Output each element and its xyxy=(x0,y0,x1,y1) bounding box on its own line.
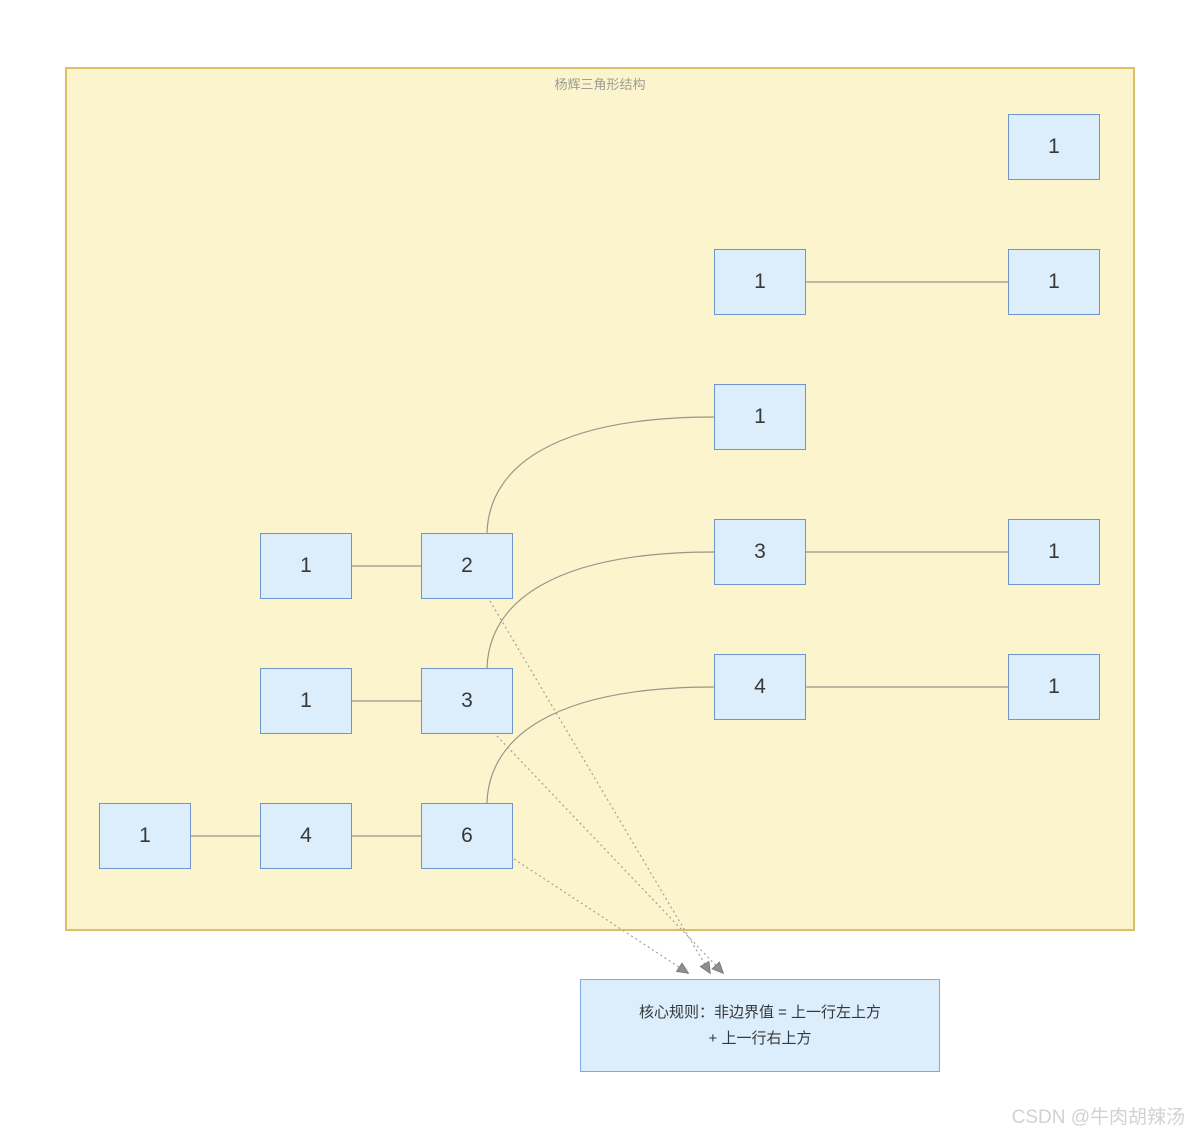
node-value: 1 xyxy=(754,405,766,428)
node-row5-col2: 4 xyxy=(260,803,352,869)
node-value: 1 xyxy=(1048,270,1060,293)
node-value: 2 xyxy=(461,554,473,577)
container-title: 杨辉三角形结构 xyxy=(554,77,646,92)
node-row4-col4: 1 xyxy=(1008,519,1100,585)
node-row4-col1: 1 xyxy=(260,668,352,734)
node-row2-col2: 1 xyxy=(1008,249,1100,315)
node-row5-col1: 1 xyxy=(99,803,191,869)
node-row5-col4: 4 xyxy=(714,654,806,720)
node-row1-col1: 1 xyxy=(1008,114,1100,180)
node-value: 1 xyxy=(300,689,312,712)
node-row3-col3: 1 xyxy=(714,384,806,450)
node-row4-col2: 3 xyxy=(421,668,513,734)
node-value: 1 xyxy=(754,270,766,293)
core-rule-line2: + 上一行右上方 xyxy=(708,1029,812,1047)
watermark: CSDN @牛肉胡辣汤 xyxy=(1011,1107,1185,1128)
node-value: 3 xyxy=(754,540,766,563)
node-value: 4 xyxy=(754,675,766,698)
core-rule-line1: 核心规则：非边界值 = 上一行左上方 xyxy=(638,1003,882,1021)
pascal-triangle-container: 杨辉三角形结构 xyxy=(65,67,1135,931)
node-value: 1 xyxy=(1048,540,1060,563)
node-value: 6 xyxy=(461,824,473,847)
node-row5-col5: 1 xyxy=(1008,654,1100,720)
node-value: 4 xyxy=(300,824,312,847)
node-value: 1 xyxy=(1048,135,1060,158)
node-value: 3 xyxy=(461,689,473,712)
core-rule-note: 核心规则：非边界值 = 上一行左上方 + 上一行右上方 xyxy=(580,979,940,1072)
node-row5-col3: 6 xyxy=(421,803,513,869)
node-row3-col1: 1 xyxy=(260,533,352,599)
node-row4-col3: 3 xyxy=(714,519,806,585)
node-row3-col2: 2 xyxy=(421,533,513,599)
node-value: 1 xyxy=(139,824,151,847)
node-value: 1 xyxy=(300,554,312,577)
node-row2-col1: 1 xyxy=(714,249,806,315)
node-value: 1 xyxy=(1048,675,1060,698)
